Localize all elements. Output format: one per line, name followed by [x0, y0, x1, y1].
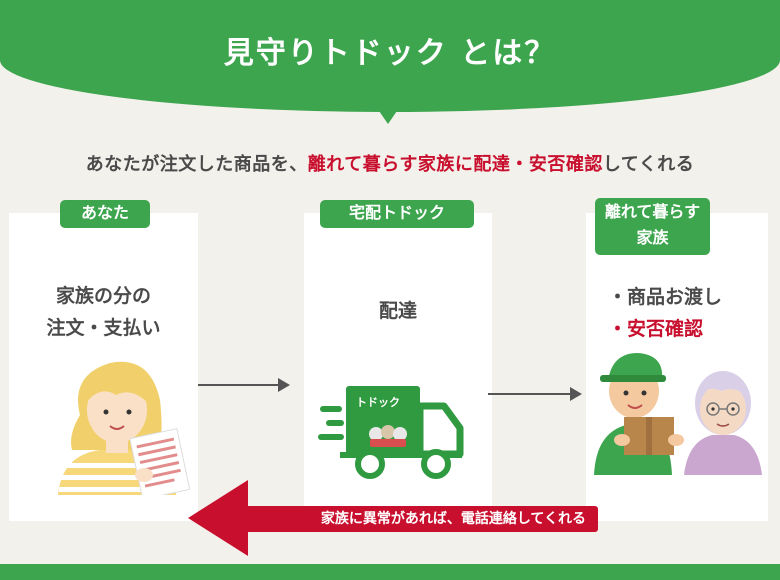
delivery-truck-illustration: トドック	[318, 386, 464, 479]
courier-and-elder-illustration	[594, 353, 762, 475]
page-title: 見守りトドック とは？	[223, 36, 557, 71]
truck-label: トドック	[356, 396, 400, 409]
card-you-text-line2: 注文・支払い	[46, 317, 161, 339]
header-banner	[0, 0, 780, 112]
pill-family-line2: 家族	[636, 228, 669, 247]
pill-family: 離れて暮らす 家族	[595, 198, 710, 255]
subtitle-suffix: してくれる	[602, 154, 695, 175]
pill-you: あなた	[60, 200, 150, 228]
pill-delivery: 宅配トドック	[320, 200, 474, 228]
card-delivery	[304, 213, 492, 521]
footer-band	[0, 564, 780, 580]
header-speech-tail	[377, 108, 399, 124]
card-you-text-line1: 家族の分の	[55, 285, 151, 307]
woman-with-receipt-illustration	[58, 361, 190, 495]
card-you-text: 家族の分の 注文・支払い	[9, 280, 198, 344]
bullet-handover: ・商品お渡し	[608, 286, 723, 308]
family-bullets: ・商品お渡し ・安否確認	[608, 281, 722, 345]
flow-arrow-2-head	[570, 387, 582, 401]
flow-arrow-1	[198, 384, 278, 386]
bullet-safety-check: ・安否確認	[608, 318, 704, 340]
subtitle-prefix: あなたが注文した商品を、	[85, 154, 308, 175]
flow-arrow-2	[488, 393, 570, 395]
subtitle-highlight: 離れて暮らす家族に配達・安否確認	[307, 154, 603, 175]
alert-arrow-head	[188, 480, 248, 556]
card-delivery-text: 配達	[378, 300, 417, 322]
flow-arrow-1-head	[278, 378, 290, 392]
alert-arrow-label: 家族に異常があれば、電話連絡してくれる	[246, 506, 598, 532]
subtitle: あなたが注文した商品を、離れて暮らす家族に配達・安否確認してくれる	[0, 150, 780, 176]
pill-family-line1: 離れて暮らす	[604, 202, 701, 221]
